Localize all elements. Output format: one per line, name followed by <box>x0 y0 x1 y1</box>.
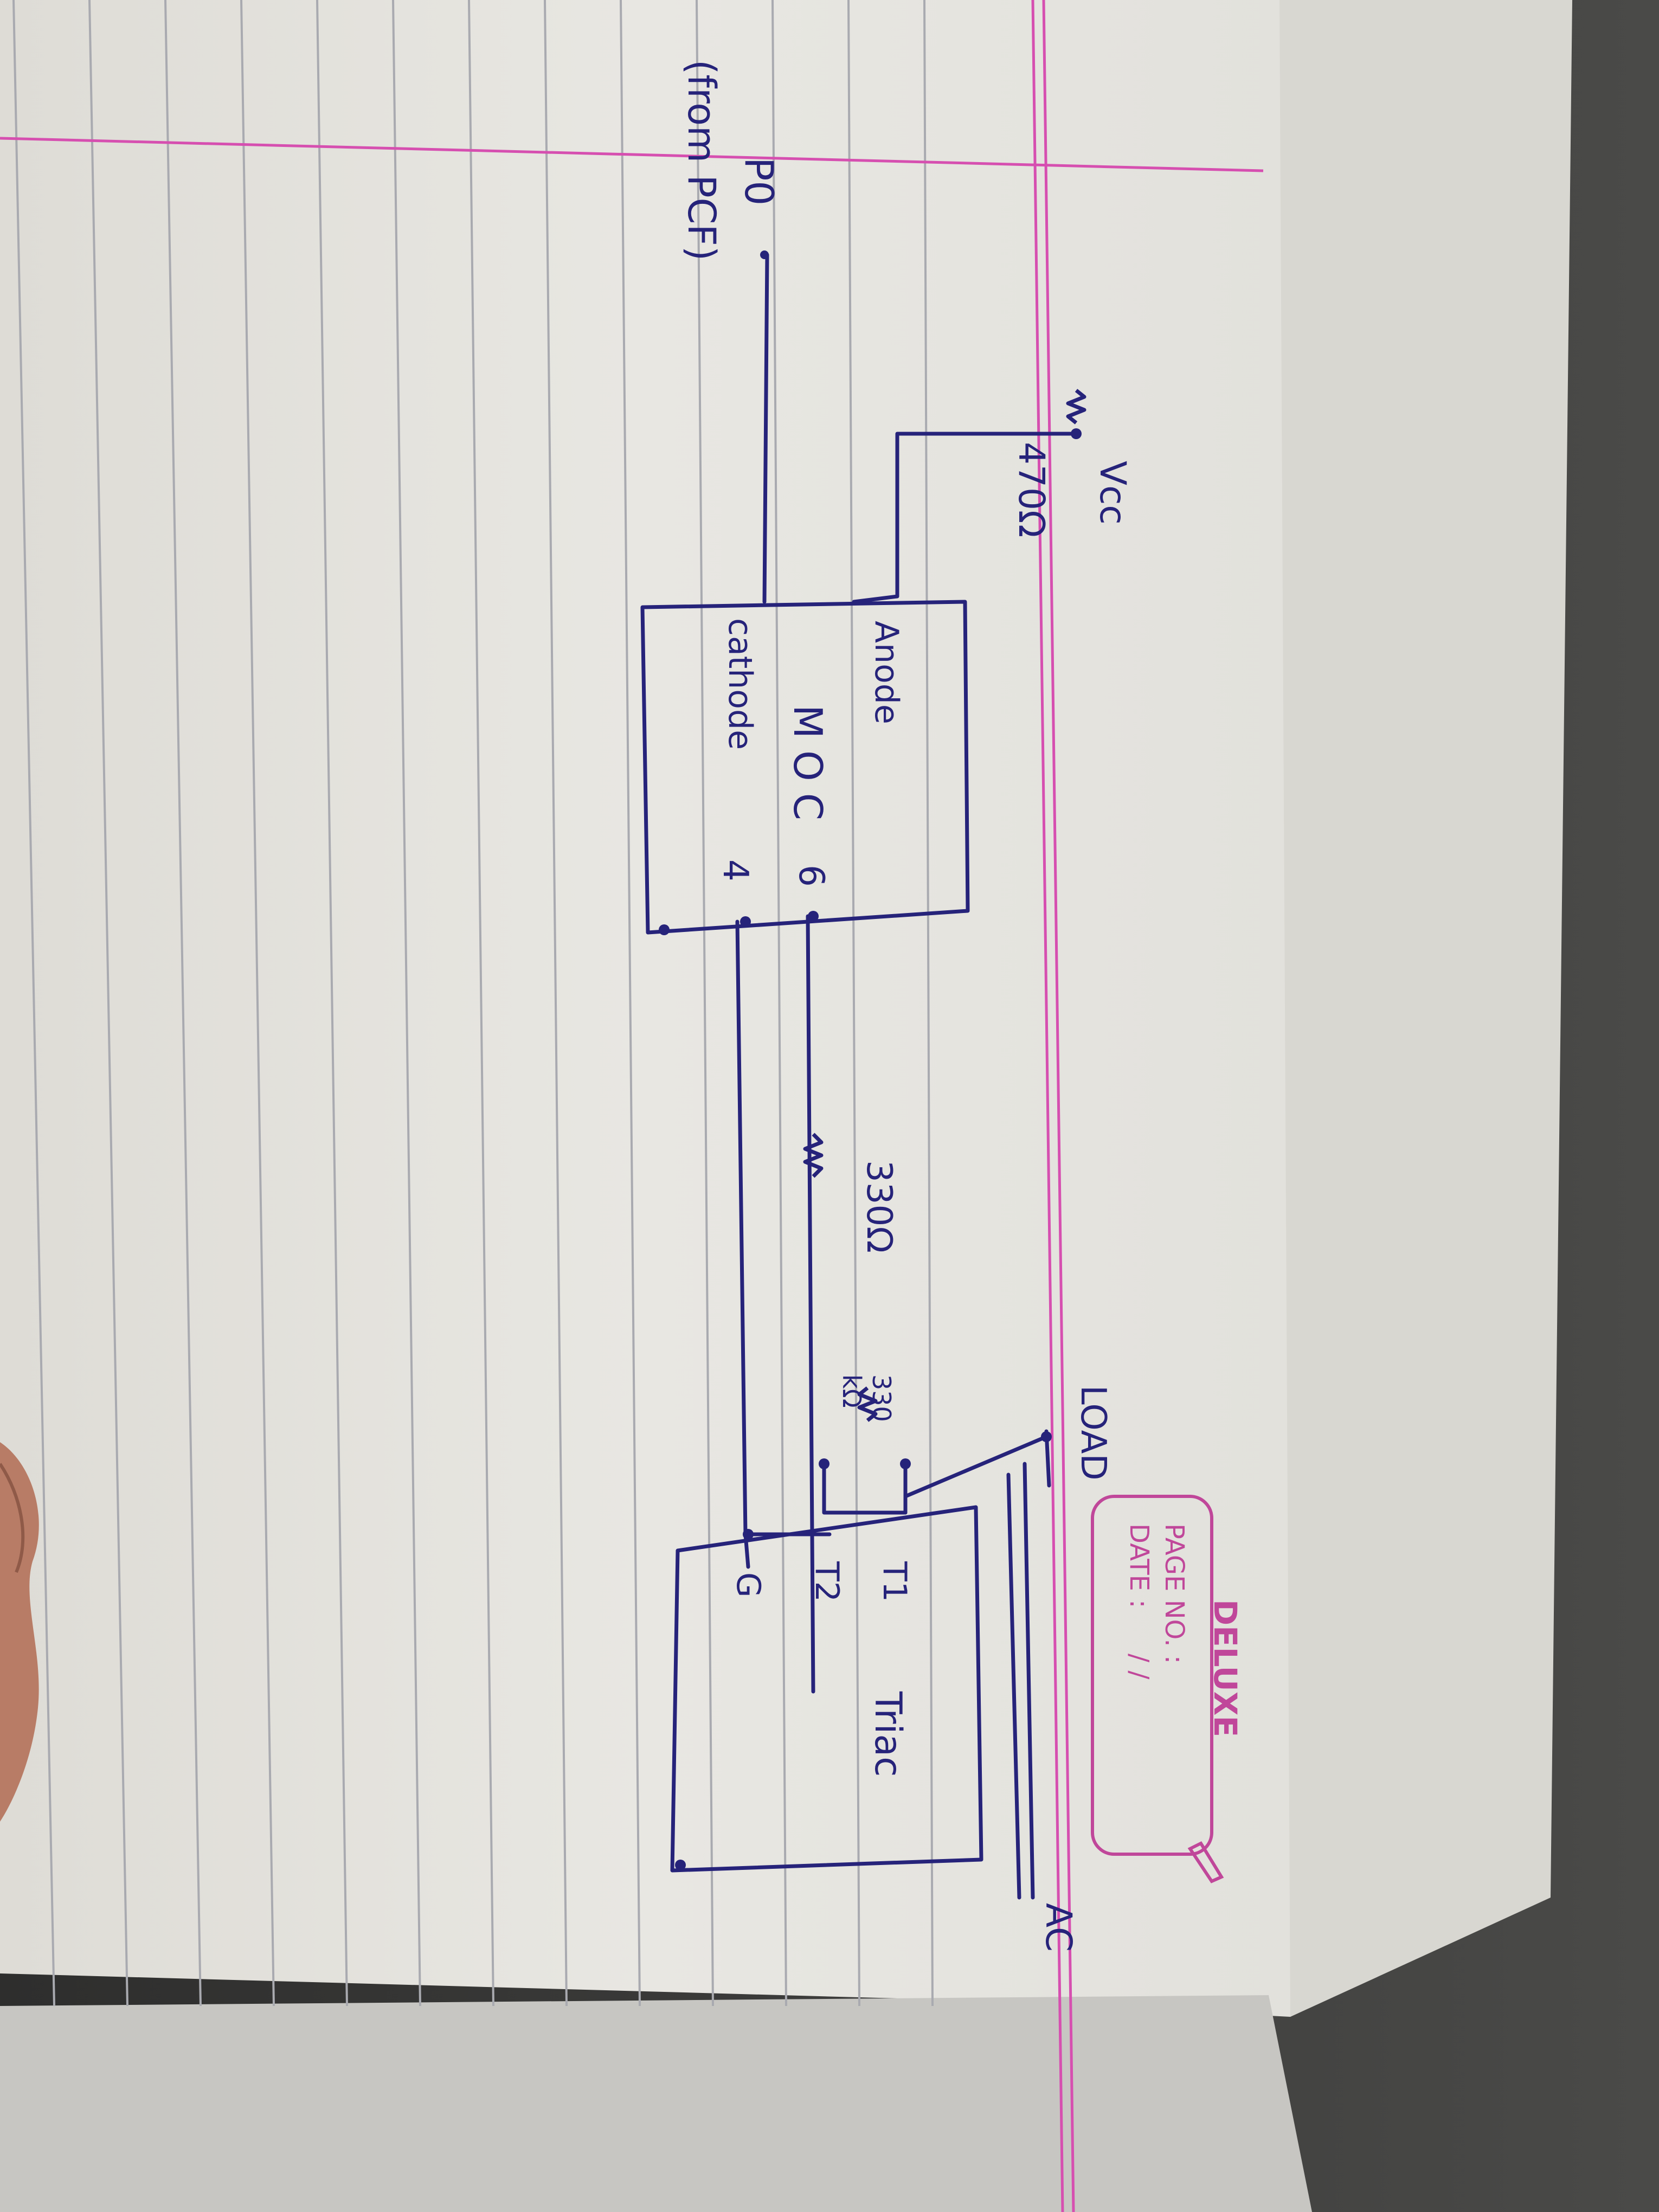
t2-label: T2 <box>808 1561 846 1602</box>
resistor-330k-value: 330 <box>867 1374 896 1422</box>
resistors <box>803 389 1086 1422</box>
triac-box <box>670 1505 983 1873</box>
from-pcf-label: (from PCF) <box>679 60 724 261</box>
gate-wire <box>743 1532 750 1569</box>
header-box <box>1091 1495 1213 1856</box>
resistor-330k-unit: kΩ <box>837 1374 866 1408</box>
right-page-strip <box>1279 0 1572 2017</box>
vcc-label: Vcc <box>1092 461 1134 525</box>
anode-label: Anode <box>867 621 905 724</box>
ac-line-1 <box>1006 1472 1021 1900</box>
load-label: LOAD <box>1073 1385 1113 1481</box>
margin-lines <box>0 0 1264 2212</box>
p0-label: P0 <box>736 157 782 205</box>
ac-line-2 <box>1023 1462 1035 1900</box>
resistor-470-symbol <box>1066 389 1086 425</box>
resistor-330-symbol <box>803 1133 824 1178</box>
date-label: DATE : <box>1124 1523 1154 1608</box>
t1-wire <box>903 1435 1049 1515</box>
cathode-label: cathode <box>721 618 759 750</box>
pencil-icon <box>1187 1841 1224 1883</box>
triac-label: Triac <box>866 1691 909 1777</box>
pin6-wire <box>806 914 815 1694</box>
page-no-label: PAGE NO. : <box>1159 1523 1189 1664</box>
circuit-labels: P0 (from PCF) Vcc 470Ω Anode MOC cathode… <box>679 60 1134 1952</box>
notebook-page <box>0 0 1290 2017</box>
resistor-330-label: 330Ω <box>859 1160 899 1253</box>
finger <box>0 1442 39 1822</box>
input-wire <box>762 253 769 604</box>
triac-gate-label: G <box>729 1572 767 1598</box>
brand-label: DELUXE <box>1207 1599 1244 1737</box>
junction-dots <box>659 250 1082 1870</box>
t1-label: T1 <box>876 1561 914 1602</box>
vcc-wire <box>852 432 1076 604</box>
date-value: / / <box>1124 1654 1154 1680</box>
moc-label: MOC <box>785 705 831 832</box>
ac-label: AC <box>1038 1903 1079 1952</box>
resistor-330k-symbol <box>857 1386 878 1422</box>
lower-page-edge <box>0 1995 1312 2212</box>
snubber-wire <box>822 1462 908 1515</box>
resistor-470-label: 470Ω <box>1011 442 1052 537</box>
moc-box <box>640 600 970 935</box>
pin6-label: 6 <box>791 865 831 887</box>
notebook-header: DELUXE PAGE NO. : DATE : / / <box>1091 1495 1244 1883</box>
pin4-label: 4 <box>715 859 755 882</box>
ruled-lines <box>12 0 934 2007</box>
